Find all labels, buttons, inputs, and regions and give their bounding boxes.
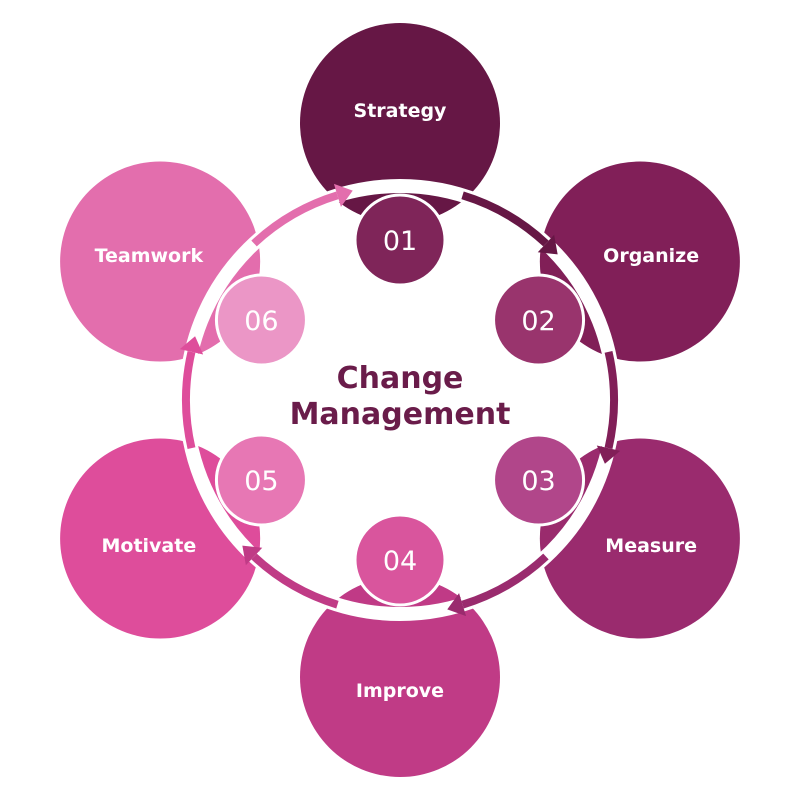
step-number-02: 02 bbox=[521, 306, 555, 337]
step-number-06: 06 bbox=[244, 306, 278, 337]
step-badge-05 bbox=[214, 433, 308, 527]
arrow-shaft-01 bbox=[461, 191, 549, 247]
step-number-05: 05 bbox=[244, 466, 278, 497]
step-label-improve: Improve bbox=[356, 680, 444, 702]
step-label-measure: Measure bbox=[605, 535, 697, 557]
arrow-head-04 bbox=[242, 545, 263, 566]
arrow-head-05 bbox=[179, 336, 204, 355]
arrow-head-03 bbox=[447, 593, 467, 617]
step-number-04: 04 bbox=[383, 546, 417, 577]
step-badge-03 bbox=[492, 433, 586, 527]
step-number-badges: 01 02 03 04 05 06 bbox=[214, 193, 586, 607]
petal-improve bbox=[300, 577, 500, 777]
petal-strategy bbox=[300, 23, 500, 223]
arrow-head-01 bbox=[537, 234, 558, 255]
step-label-strategy: Strategy bbox=[354, 100, 448, 122]
step-label-motivate: Motivate bbox=[101, 535, 196, 557]
center-title-line1: Change bbox=[337, 361, 464, 396]
center-title-line2: Management bbox=[290, 397, 511, 432]
arrow-shaft-03 bbox=[461, 553, 549, 609]
step-badge-02 bbox=[492, 273, 586, 367]
arrow-head-06 bbox=[333, 183, 353, 207]
step-badge-04 bbox=[353, 513, 447, 607]
arrow-shaft-04 bbox=[251, 553, 339, 609]
step-badge-01 bbox=[353, 193, 447, 287]
step-label-organize: Organize bbox=[603, 245, 699, 267]
arrow-shaft-02 bbox=[604, 350, 618, 450]
step-number-01: 01 bbox=[383, 226, 417, 257]
step-label-teamwork: Teamwork bbox=[95, 245, 204, 267]
cycle-arrows bbox=[179, 183, 621, 617]
arrow-shaft-06 bbox=[251, 191, 339, 247]
arrow-shaft-05 bbox=[182, 350, 196, 450]
step-number-03: 03 bbox=[521, 466, 555, 497]
arrow-head-02 bbox=[596, 445, 621, 464]
step-badge-06 bbox=[214, 273, 308, 367]
